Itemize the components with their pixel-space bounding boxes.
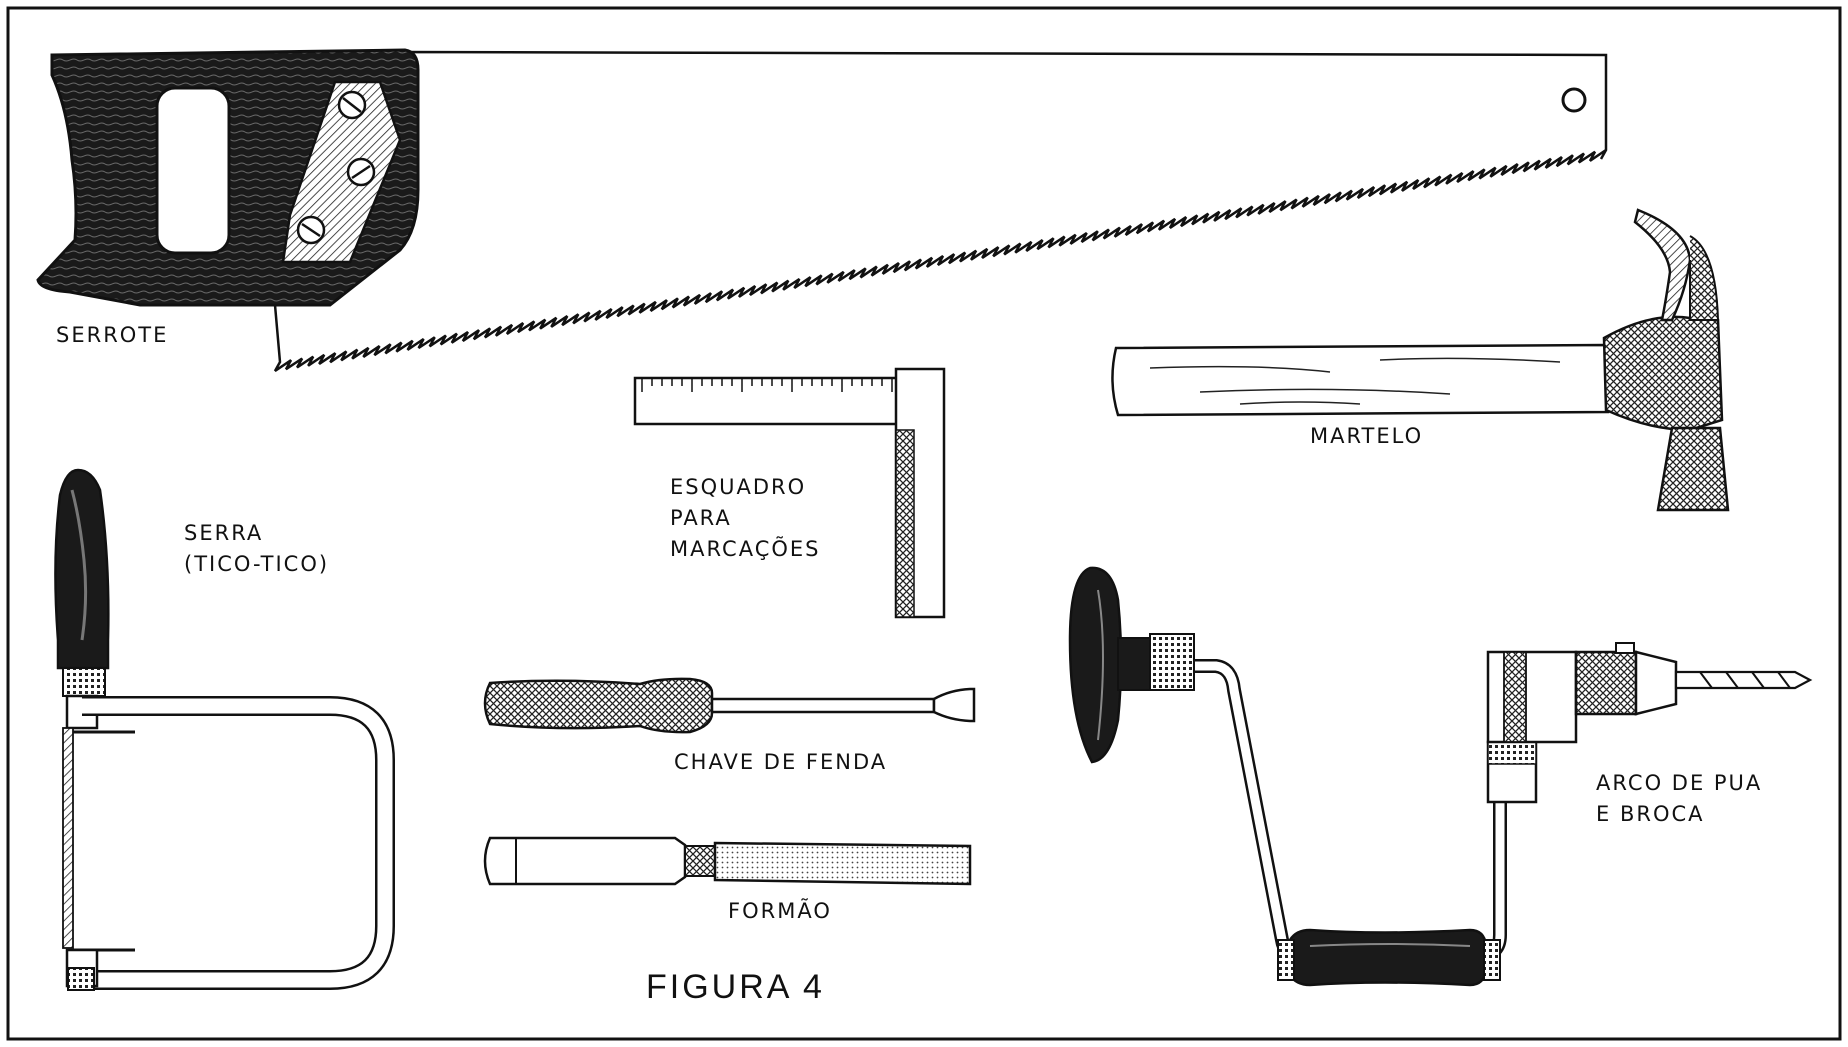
label-chave-de-fenda: CHAVE DE FENDA (674, 750, 888, 774)
screwdriver-tip (932, 687, 976, 723)
label-serra-line2: (TICO-TICO) (184, 552, 330, 576)
brace-and-bit-icon (1068, 566, 1813, 987)
label-formao: FORMÃO (728, 899, 832, 923)
hammer-face (1656, 426, 1730, 512)
handsaw-screws (296, 90, 376, 245)
try-square-stock-edge (895, 429, 915, 618)
chisel-blade (713, 841, 972, 886)
label-esquadro-line2: PARA (670, 506, 732, 530)
handsaw-icon (36, 48, 1608, 373)
brace-grip (1288, 928, 1488, 987)
chisel-icon (483, 836, 972, 886)
brace-ratchet (1486, 650, 1578, 744)
label-serrote: SERROTE (56, 323, 169, 347)
hammer-handle (1111, 343, 1610, 417)
coping-saw-blade (62, 727, 74, 949)
try-square-icon (633, 367, 946, 619)
handsaw-grip-hole (155, 86, 231, 255)
screwdriver-icon (483, 677, 976, 734)
figure-caption: FIGURA 4 (646, 968, 825, 1006)
label-arco-de-pua: ARCO DE PUA E BROCA (1596, 768, 1762, 830)
label-martelo: MARTELO (1310, 424, 1424, 448)
label-serra-tico-tico: SERRA (TICO-TICO) (184, 518, 329, 580)
drill-bit (1674, 670, 1813, 690)
label-arco-line2: E BROCA (1596, 802, 1705, 826)
screwdriver-shaft (710, 697, 936, 714)
label-esquadro-line1: ESQUADRO (670, 475, 807, 499)
hammer-claw (1633, 208, 1692, 322)
coping-saw-icon (54, 468, 395, 991)
label-esquadro-line3: MARCAÇÕES (670, 537, 821, 561)
coping-saw-ferrule (62, 667, 106, 697)
label-serra-line1: SERRA (184, 521, 264, 545)
handsaw-blade (273, 50, 1608, 373)
handsaw-hang-hole (1561, 87, 1587, 113)
brace-head-pad (1068, 566, 1123, 764)
hammer-head (1602, 315, 1724, 432)
try-square-scale (641, 378, 893, 392)
label-arco-line1: ARCO DE PUA (1596, 771, 1763, 795)
brace-chuck (1574, 650, 1638, 716)
label-esquadro: ESQUADRO PARA MARCAÇÕES (670, 472, 820, 565)
screwdriver-handle (483, 677, 714, 734)
hammer-icon (1111, 208, 1730, 512)
chisel-ferrule (684, 845, 716, 877)
